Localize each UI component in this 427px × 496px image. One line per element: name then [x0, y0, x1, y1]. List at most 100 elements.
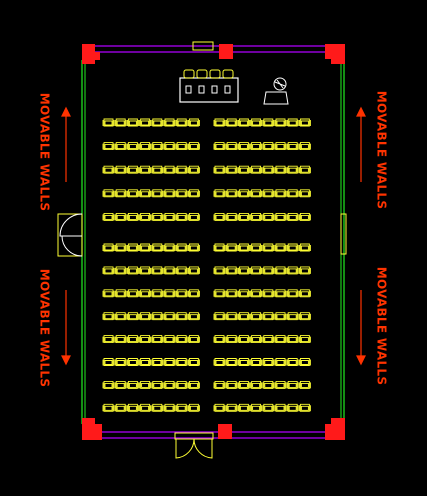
chair: [102, 312, 115, 321]
chair: [298, 212, 311, 221]
chair: [225, 403, 238, 412]
chair: [102, 289, 115, 298]
chair: [250, 312, 263, 321]
chair: [151, 243, 164, 252]
chair: [163, 312, 176, 321]
chair: [225, 243, 238, 252]
chair: [298, 189, 311, 198]
chair: [274, 403, 287, 412]
chair: [250, 358, 263, 366]
chair: [225, 118, 238, 127]
chair: [274, 380, 287, 389]
chair: [286, 189, 299, 198]
chair: [262, 289, 275, 298]
chair: [102, 266, 115, 275]
table: [179, 77, 239, 103]
chair: [139, 243, 152, 252]
chair: [274, 266, 287, 275]
chair: [213, 358, 226, 366]
chair: [250, 189, 263, 198]
chair: [151, 335, 164, 344]
chair: [139, 189, 152, 198]
chair: [175, 289, 188, 298]
chair: [274, 243, 287, 252]
label-right-bottom: MOVABLE WALLS: [371, 266, 391, 386]
side-door-right: [340, 213, 347, 255]
chair: [126, 403, 139, 412]
chair: [262, 380, 275, 389]
chair: [274, 289, 287, 298]
head-table: [179, 69, 239, 103]
label-right-top: MOVABLE WALLS: [371, 90, 391, 210]
chair: [274, 312, 287, 321]
chair: [237, 358, 250, 366]
chair: [298, 165, 311, 174]
chair: [250, 289, 263, 298]
chair: [262, 403, 275, 412]
chair: [126, 312, 139, 321]
chair: [126, 289, 139, 298]
chair: [274, 358, 287, 366]
chair: [286, 142, 299, 151]
chair: [163, 289, 176, 298]
chair: [237, 243, 250, 252]
chair: [102, 165, 115, 174]
label-text: MOVABLE WALLS: [37, 268, 52, 388]
chair: [163, 165, 176, 174]
chair: [298, 312, 311, 321]
chair: [286, 165, 299, 174]
chair: [126, 212, 139, 221]
chair: [237, 212, 250, 221]
chair: [262, 142, 275, 151]
chair: [213, 380, 226, 389]
label-left-bottom: MOVABLE WALLS: [34, 268, 54, 388]
chair: [139, 165, 152, 174]
chair: [225, 312, 238, 321]
chair: [139, 266, 152, 275]
arrow-icon: [356, 106, 366, 182]
chair: [286, 312, 299, 321]
chair: [187, 212, 200, 221]
chair: [187, 380, 200, 389]
chair: [139, 358, 152, 366]
chair: [187, 289, 200, 298]
chair: [298, 335, 311, 344]
chair: [163, 403, 176, 412]
chair: [298, 118, 311, 127]
chair: [262, 165, 275, 174]
chair: [126, 165, 139, 174]
chair: [213, 165, 226, 174]
label-left-top: MOVABLE WALLS: [34, 92, 54, 212]
chair: [187, 142, 200, 151]
chair: [114, 212, 127, 221]
chair: [262, 212, 275, 221]
double-door-icon: [174, 432, 214, 459]
chair: [151, 403, 164, 412]
chair: [163, 335, 176, 344]
chair: [250, 212, 263, 221]
chair: [187, 189, 200, 198]
chair: [286, 358, 299, 366]
arrow-icon: [61, 106, 71, 182]
chair: [187, 165, 200, 174]
chair: [126, 380, 139, 389]
chair: [237, 266, 250, 275]
chair: [102, 335, 115, 344]
chair: [237, 189, 250, 198]
arrow-icon: [61, 290, 71, 366]
chair: [102, 358, 115, 366]
label-text: MOVABLE WALLS: [37, 92, 52, 212]
chair: [225, 266, 238, 275]
chair: [139, 380, 152, 389]
chair: [187, 335, 200, 344]
chair: [163, 189, 176, 198]
chair: [237, 118, 250, 127]
top-window: [192, 41, 214, 51]
chair: [175, 266, 188, 275]
chair: [286, 380, 299, 389]
chair: [213, 212, 226, 221]
chair: [298, 266, 311, 275]
chair: [225, 212, 238, 221]
chair: [237, 403, 250, 412]
chair: [175, 118, 188, 127]
